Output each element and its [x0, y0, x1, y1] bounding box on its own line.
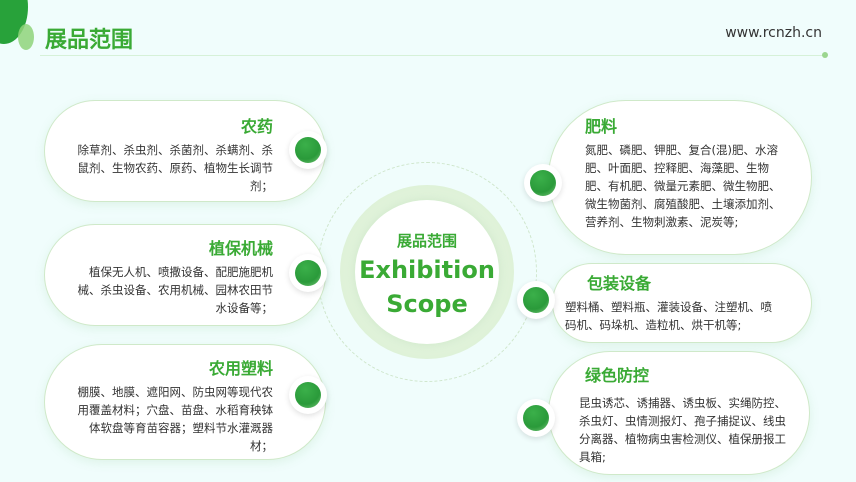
- category-text: 氮肥、磷肥、钾肥、复合(混)肥、水溶肥、叶面肥、控释肥、海藻肥、生物肥、有机肥、…: [585, 143, 781, 229]
- category-text: 昆虫诱芯、诱捕器、诱虫板、实绳防控、杀虫灯、虫情测报灯、孢子捕捉议、线虫分离器、…: [579, 396, 786, 464]
- bullet-dot-icon: [289, 254, 327, 292]
- category-card-packaging: 包装设备 塑料桶、塑料瓶、灌装设备、注塑机、喷码机、码垛机、造粒机、烘干机等;: [552, 263, 812, 343]
- bullet-dot-icon: [517, 281, 555, 319]
- divider: [40, 55, 826, 56]
- bullet-dot-icon: [289, 376, 327, 414]
- category-card-machinery: 植保机械 植保无人机、喷撒设备、配肥施肥机械、杀虫设备、农用机械、园林农田节水设…: [44, 224, 326, 326]
- center-title: 展品范围: [396, 232, 457, 250]
- category-title: 肥料: [585, 117, 618, 136]
- category-title: 农药: [240, 117, 273, 136]
- category-text: 塑料桶、塑料瓶、灌装设备、注塑机、喷码机、码垛机、造粒机、烘干机等;: [565, 300, 772, 332]
- category-card-fertilizer: 肥料 氮肥、磷肥、钾肥、复合(混)肥、水溶肥、叶面肥、控释肥、海藻肥、生物肥、有…: [548, 100, 812, 255]
- bullet-dot-icon: [517, 399, 555, 437]
- category-title: 包装设备: [587, 274, 652, 293]
- category-text: 棚膜、地膜、遮阳网、防虫网等现代农用覆盖材料；穴盘、苗盘、水稻育秧钵体软盘等育苗…: [77, 385, 274, 453]
- category-title: 农用塑料: [208, 359, 273, 378]
- category-text: 植保无人机、喷撒设备、配肥施肥机械、杀虫设备、农用机械、园林农田节水设备等；: [77, 265, 274, 315]
- center-subtitle-1: Exhibition: [359, 256, 495, 284]
- page-title: 展品范围: [45, 28, 134, 53]
- category-title: 绿色防控: [585, 366, 650, 385]
- category-title: 植保机械: [208, 239, 273, 258]
- category-text: 除草剂、杀虫剂、杀菌剂、杀螨剂、杀鼠剂、生物农药、原药、植物生长调节剂；: [77, 143, 274, 193]
- divider-dot: [822, 52, 828, 58]
- bullet-dot-icon: [289, 131, 327, 169]
- category-card-plastics: 农用塑料 棚膜、地膜、遮阳网、防虫网等现代农用覆盖材料；穴盘、苗盘、水稻育秧钵体…: [44, 344, 326, 460]
- bullet-dot-icon: [524, 164, 562, 202]
- center-circle: 展品范围 Exhibition Scope: [355, 200, 499, 344]
- decor-circle-small: [18, 24, 34, 50]
- category-card-pesticide: 农药 除草剂、杀虫剂、杀菌剂、杀螨剂、杀鼠剂、生物农药、原药、植物生长调节剂；: [44, 100, 326, 202]
- center-subtitle-2: Scope: [386, 290, 468, 318]
- site-url: www.rcnzh.cn: [725, 25, 822, 41]
- category-card-green-control: 绿色防控 昆虫诱芯、诱捕器、诱虫板、实绳防控、杀虫灯、虫情测报灯、孢子捕捉议、线…: [548, 351, 810, 475]
